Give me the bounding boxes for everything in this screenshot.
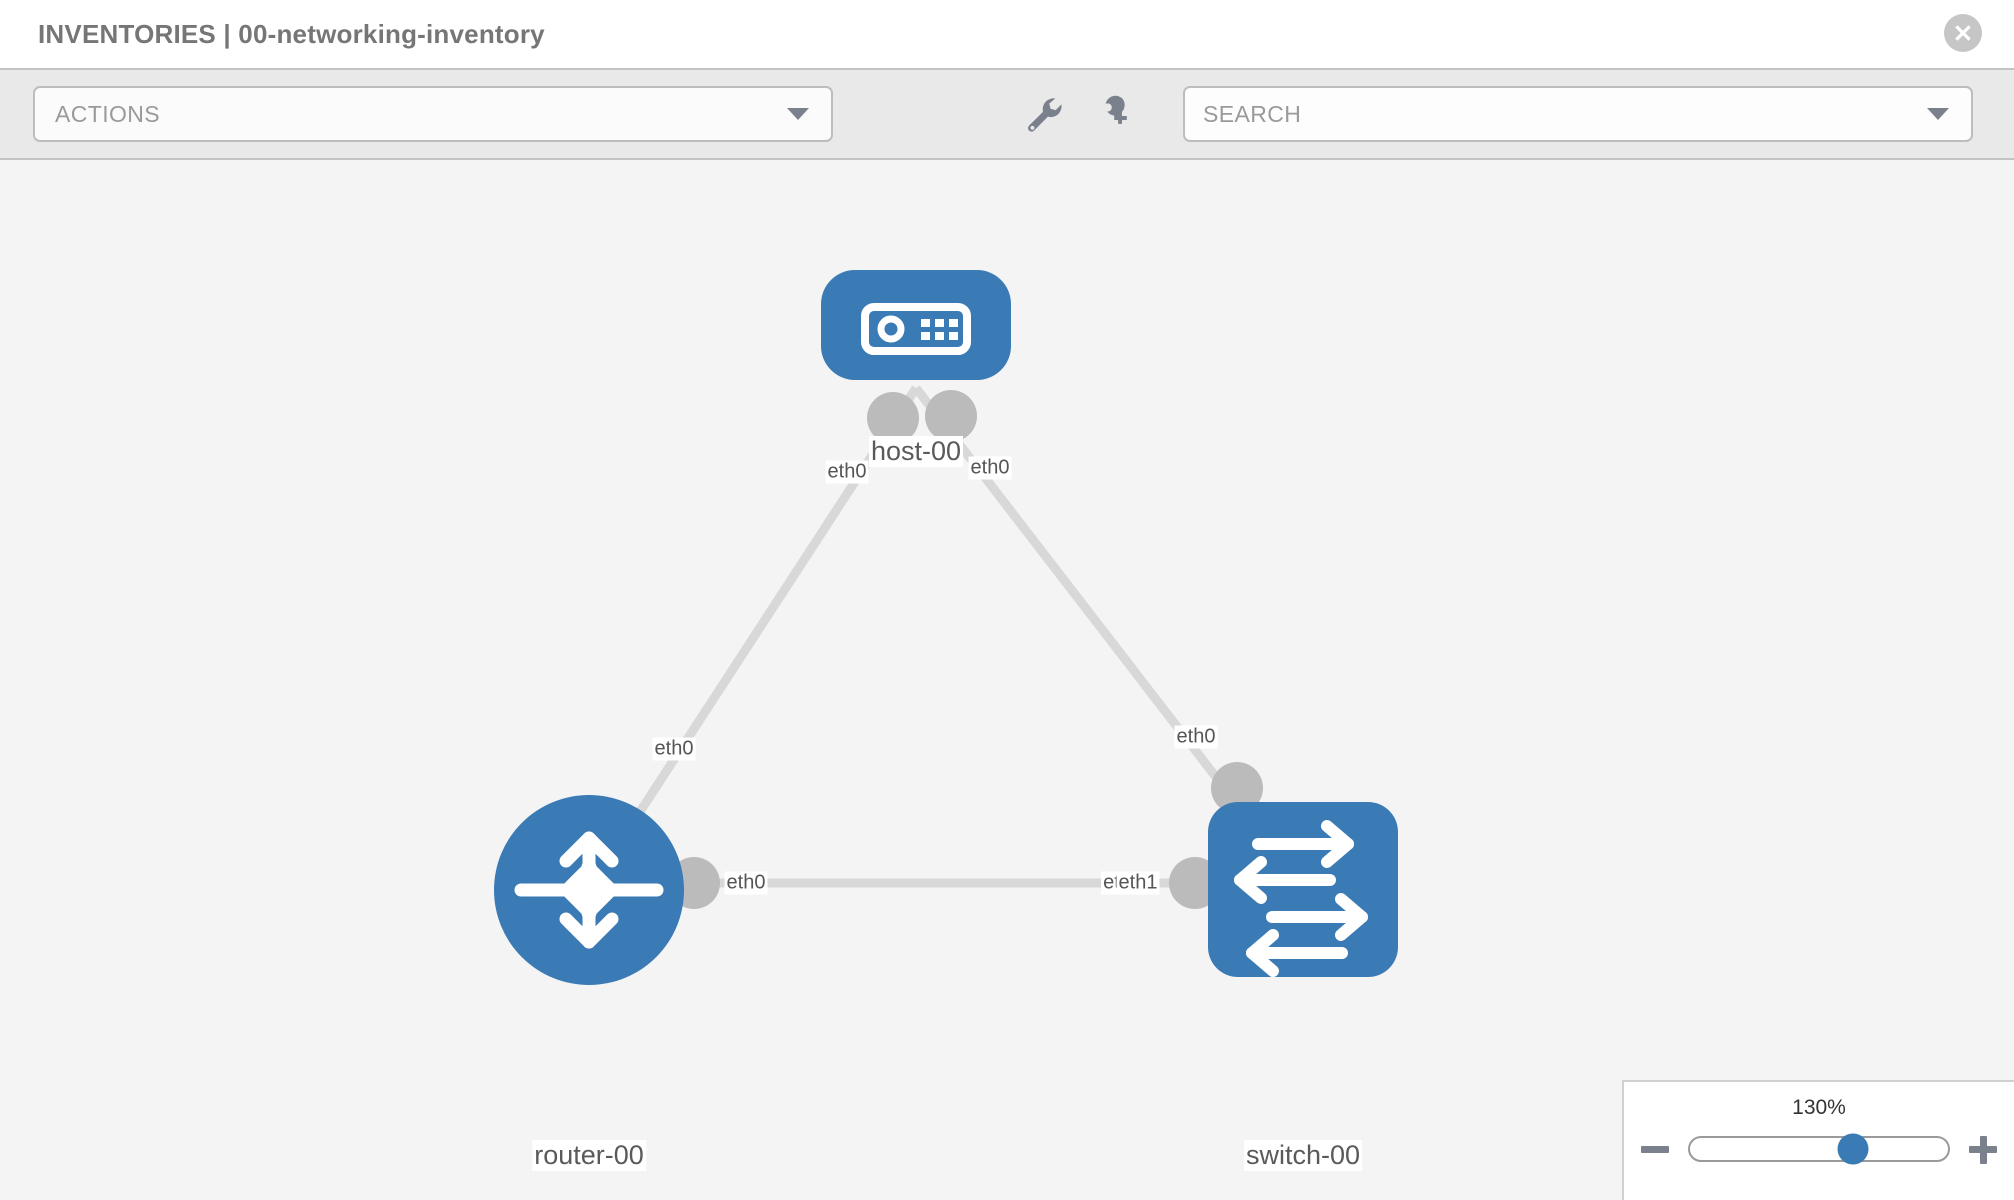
topology-canvas[interactable]: eth0 eth0 eth0 eth0 eth0 eth eth1 host-0… <box>0 160 2014 1200</box>
node-switch-00[interactable] <box>1208 802 1398 977</box>
toolbar: ACTIONS SEARCH <box>0 68 2014 160</box>
key-icon[interactable] <box>1093 93 1135 135</box>
zoom-slider-thumb[interactable] <box>1837 1133 1869 1165</box>
connector-nub[interactable] <box>1211 762 1263 814</box>
zoom-slider[interactable] <box>1688 1133 1950 1165</box>
actions-dropdown-label: ACTIONS <box>55 100 161 127</box>
zoom-level-value: 130% <box>1792 1096 1846 1119</box>
node-router-00[interactable] <box>494 795 684 985</box>
node-label-switch-00: switch-00 <box>1243 1140 1363 1171</box>
close-icon <box>1955 25 1971 41</box>
wrench-icon[interactable] <box>1023 93 1065 135</box>
zoom-out-button[interactable] <box>1638 1132 1672 1166</box>
node-label-host-00: host-00 <box>868 436 964 467</box>
edge-label-interface: eth0 <box>1174 725 1218 749</box>
connector-group <box>668 390 1263 909</box>
chevron-down-icon <box>787 108 809 120</box>
topology-graph <box>494 270 1398 985</box>
edge-label-interface: eth0 <box>652 737 696 761</box>
edge-label-interface: eth0 <box>825 460 869 484</box>
chevron-down-icon[interactable] <box>1927 108 1949 120</box>
page-title: INVENTORIES | 00-networking-inventory <box>38 18 545 49</box>
toolbar-icon-group <box>1023 93 1135 135</box>
page-header: INVENTORIES | 00-networking-inventory <box>0 0 2014 68</box>
edge-label-interface: eth1 <box>1116 871 1160 895</box>
edge-label-interface: eth0 <box>968 456 1012 480</box>
search-placeholder: SEARCH <box>1203 100 1302 127</box>
search-input[interactable]: SEARCH <box>1183 86 1973 142</box>
edge-label-interface: eth0 <box>724 871 768 895</box>
zoom-in-button[interactable] <box>1966 1132 2000 1166</box>
node-label-router-00: router-00 <box>532 1140 646 1171</box>
switch-arrows-icon <box>1234 820 1368 977</box>
router-arrows-icon <box>514 831 664 949</box>
node-host-00[interactable] <box>821 270 1011 380</box>
connector-nub[interactable] <box>867 392 919 444</box>
server-icon <box>861 303 971 355</box>
zoom-slider-row <box>1624 1132 2014 1166</box>
zoom-control-panel: 130% <box>1622 1080 2014 1200</box>
actions-dropdown[interactable]: ACTIONS <box>33 86 833 142</box>
close-button[interactable] <box>1944 14 1982 52</box>
connector-nub[interactable] <box>925 390 977 442</box>
